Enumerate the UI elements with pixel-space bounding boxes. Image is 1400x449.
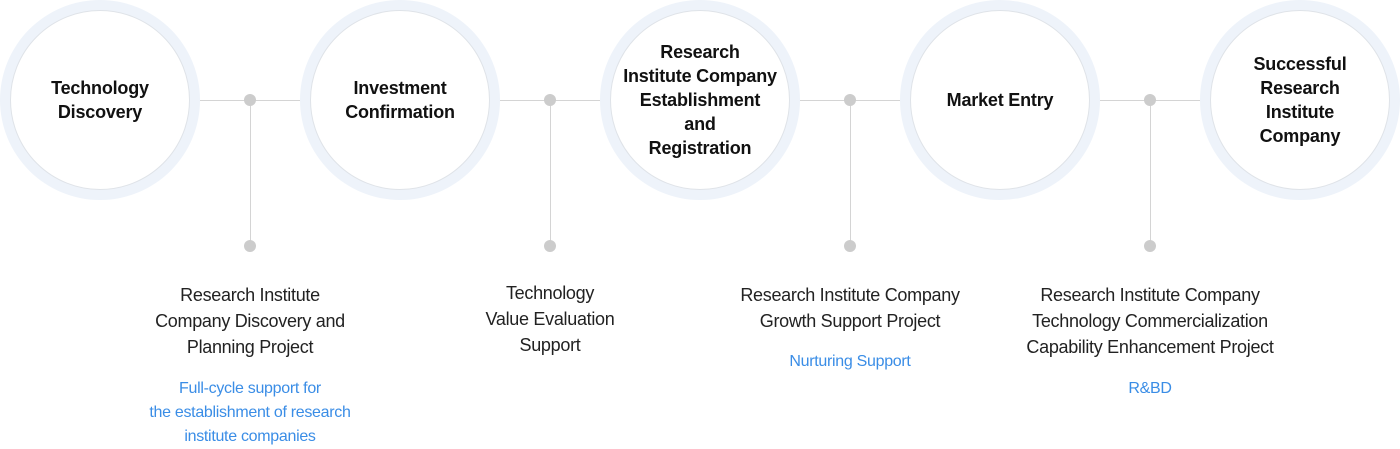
junction-dot-2 bbox=[544, 94, 556, 106]
drop-line-3 bbox=[850, 100, 851, 246]
support-tag-full-cycle: Full-cycle support for the establishment… bbox=[149, 380, 351, 445]
support-title-discovery-planning: Research Institute Company Discovery and… bbox=[155, 285, 345, 357]
support-title-value-evaluation: Technology Value Evaluation Support bbox=[485, 283, 615, 355]
support-title-growth-support: Research Institute Company Growth Suppor… bbox=[740, 285, 960, 331]
junction-dot-3 bbox=[844, 94, 856, 106]
end-dot-3 bbox=[844, 240, 856, 252]
junction-dot-1 bbox=[244, 94, 256, 106]
stage-label: Successful Research Institute Company bbox=[1253, 54, 1347, 146]
stage-establishment-registration: Research Institute Company Establishment… bbox=[600, 0, 800, 200]
support-tag-rbd: R&BD bbox=[1128, 380, 1172, 397]
stage-label: Research Institute Company Establishment… bbox=[623, 42, 777, 158]
drop-line-2 bbox=[550, 100, 551, 246]
support-tag-nurturing: Nurturing Support bbox=[789, 353, 911, 370]
stage-market-entry: Market Entry bbox=[900, 0, 1100, 200]
stage-label: Market Entry bbox=[946, 90, 1054, 110]
drop-line-4 bbox=[1150, 100, 1151, 246]
stage-label: Investment Confirmation bbox=[345, 78, 455, 122]
drop-line-1 bbox=[250, 100, 251, 246]
end-dot-2 bbox=[544, 240, 556, 252]
end-dot-4 bbox=[1144, 240, 1156, 252]
end-dot-1 bbox=[244, 240, 256, 252]
stage-technology-discovery: Technology Discovery bbox=[0, 0, 200, 200]
stage-label: Technology Discovery bbox=[51, 78, 149, 122]
stage-investment-confirmation: Investment Confirmation bbox=[300, 0, 500, 200]
junction-dot-4 bbox=[1144, 94, 1156, 106]
support-title-commercialization: Research Institute Company Technology Co… bbox=[1026, 285, 1274, 357]
stage-successful-company: Successful Research Institute Company bbox=[1200, 0, 1400, 200]
